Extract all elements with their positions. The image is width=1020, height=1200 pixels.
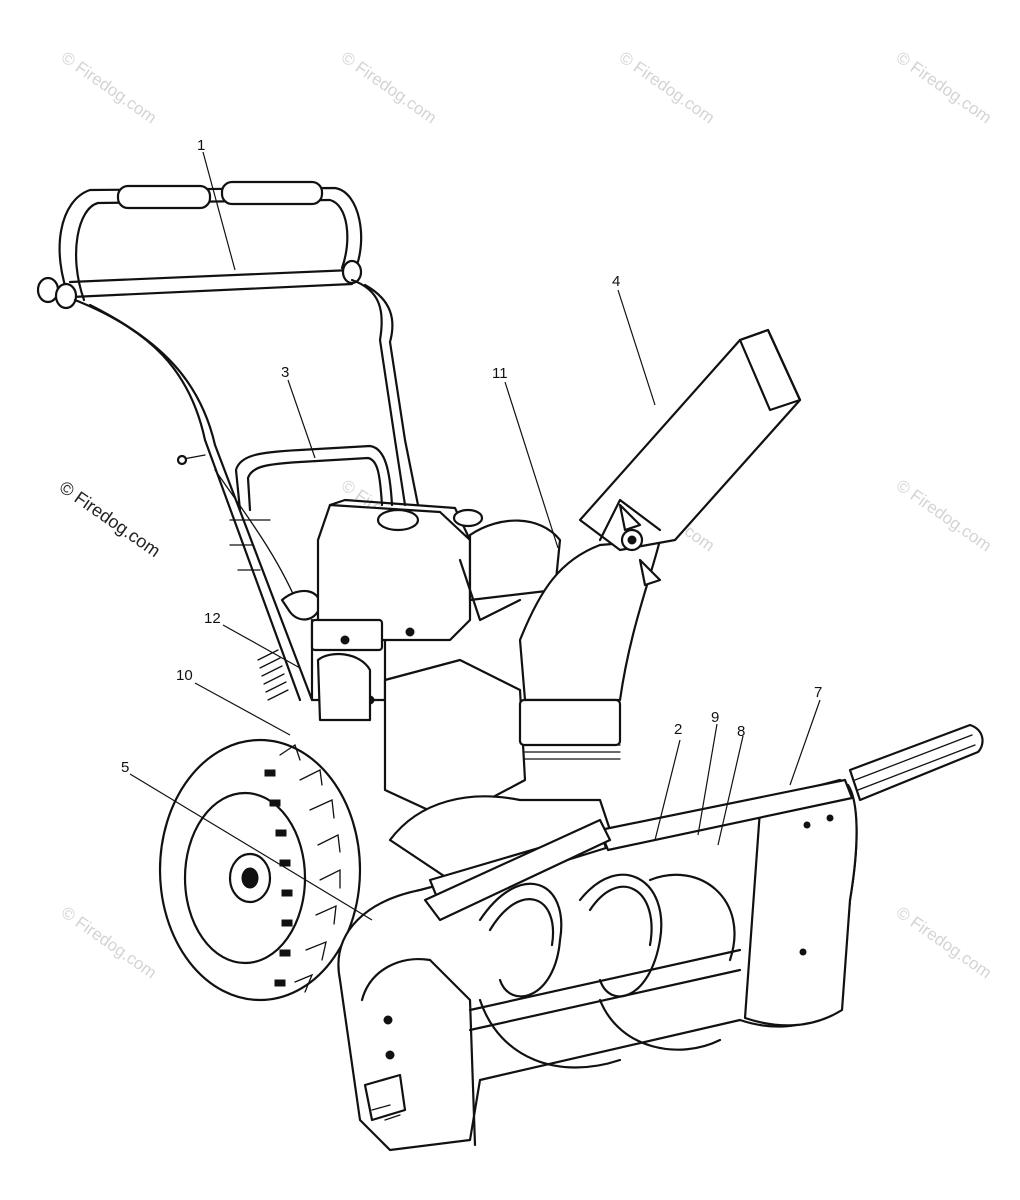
callout-10: 10: [176, 667, 193, 684]
leader-2: [654, 739, 681, 841]
wheel: [158, 738, 362, 1002]
callout-7: 7: [814, 684, 822, 701]
watermark-bottom-4: © Firedog.com: [893, 903, 995, 983]
leader-7: [789, 699, 821, 786]
handle-assembly: [36, 180, 420, 702]
leader-12: [222, 624, 301, 669]
engine: [310, 498, 562, 822]
callout-5: 5: [121, 759, 129, 776]
leader-8: [717, 735, 744, 846]
leader-lines: [129, 151, 821, 921]
leader-10: [194, 682, 291, 736]
watermark-primary: © Firedog.com: [56, 477, 164, 561]
watermark-top-1: © Firedog.com: [58, 48, 160, 128]
callout-3: 3: [281, 364, 289, 381]
watermark-bottom-1: © Firedog.com: [58, 903, 160, 983]
leader-5: [129, 773, 373, 921]
callout-labels: 1 2 3 4 5 7 8 9 10 11 12: [121, 137, 822, 776]
leader-1: [202, 151, 236, 271]
watermark-mid-4: © Firedog.com: [893, 476, 995, 556]
watermark-top-3: © Firedog.com: [616, 48, 718, 128]
leader-9: [697, 723, 718, 836]
callout-4: 4: [612, 273, 620, 290]
callout-9: 9: [711, 709, 719, 726]
callout-2: 2: [674, 721, 682, 738]
discharge-chute: [518, 328, 802, 760]
callout-12: 12: [204, 610, 221, 627]
callout-1: 1: [197, 137, 205, 154]
leader-11: [504, 381, 559, 549]
auger-housing: [337, 778, 858, 1152]
watermark-top-4: © Firedog.com: [893, 48, 995, 128]
leader-3: [287, 379, 316, 459]
auger: [468, 873, 742, 1069]
callout-8: 8: [737, 723, 745, 740]
scraper-and-bar: [423, 723, 984, 922]
callout-11: 11: [492, 365, 508, 382]
watermark-top-2: © Firedog.com: [338, 48, 440, 128]
leader-4: [617, 289, 656, 406]
